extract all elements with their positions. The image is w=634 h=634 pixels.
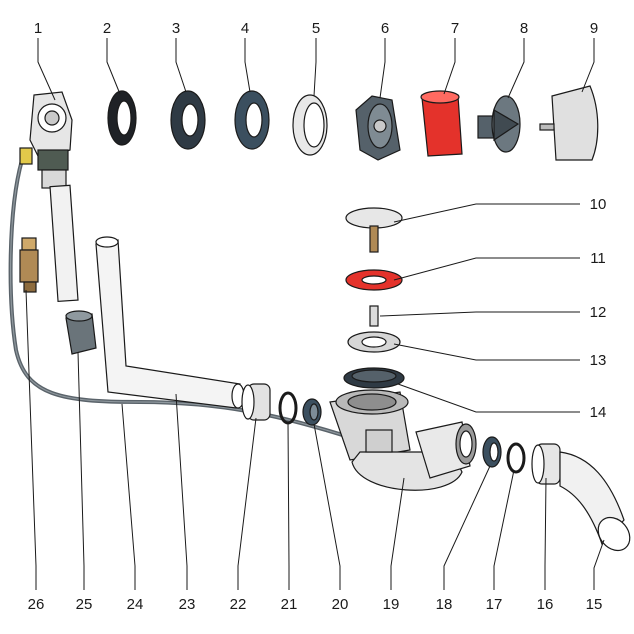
ring-17-icon xyxy=(506,442,526,474)
label-15: 15 xyxy=(586,596,603,613)
label-6: 6 xyxy=(381,20,389,37)
label-8: 8 xyxy=(520,20,528,37)
label-2: 2 xyxy=(103,20,111,37)
brass-connector-icon xyxy=(19,237,39,293)
overflow-head-icon xyxy=(19,91,79,303)
union-nut-icon xyxy=(241,383,271,421)
label-13: 13 xyxy=(590,352,607,369)
red-seal-icon xyxy=(345,269,403,291)
label-5: 5 xyxy=(312,20,320,37)
label-25: 25 xyxy=(76,596,93,613)
label-9: 9 xyxy=(590,20,598,37)
label-16: 16 xyxy=(537,596,554,613)
label-20: 20 xyxy=(332,596,349,613)
label-10: 10 xyxy=(590,196,607,213)
plug-icon xyxy=(345,207,403,253)
l-pipe-icon xyxy=(95,236,245,409)
cap-icon xyxy=(539,85,599,161)
part-labels: 1 2 3 4 5 6 7 8 9 10 11 12 13 14 15 16 1… xyxy=(28,20,607,613)
label-17: 17 xyxy=(486,596,503,613)
cup-icon xyxy=(347,331,401,353)
elbow-icon xyxy=(531,443,631,552)
label-26: 26 xyxy=(28,596,45,613)
label-14: 14 xyxy=(590,404,607,421)
label-7: 7 xyxy=(451,20,459,37)
label-4: 4 xyxy=(241,20,249,37)
label-21: 21 xyxy=(281,596,298,613)
label-12: 12 xyxy=(590,304,607,321)
label-3: 3 xyxy=(172,20,180,37)
leader-lines xyxy=(25,38,605,590)
rotary-knob-icon xyxy=(477,95,521,153)
label-11: 11 xyxy=(590,250,606,267)
label-18: 18 xyxy=(436,596,453,613)
valve-unit-icon xyxy=(355,95,401,161)
label-24: 24 xyxy=(127,596,144,613)
sleeve-icon xyxy=(65,310,97,355)
drain-body-icon xyxy=(329,389,477,491)
label-19: 19 xyxy=(383,596,400,613)
label-1: 1 xyxy=(34,20,42,37)
label-23: 23 xyxy=(179,596,196,613)
pin-icon xyxy=(369,305,379,327)
red-ring-icon xyxy=(420,90,463,157)
label-22: 22 xyxy=(230,596,247,613)
dark-gasket-icon xyxy=(343,367,405,389)
